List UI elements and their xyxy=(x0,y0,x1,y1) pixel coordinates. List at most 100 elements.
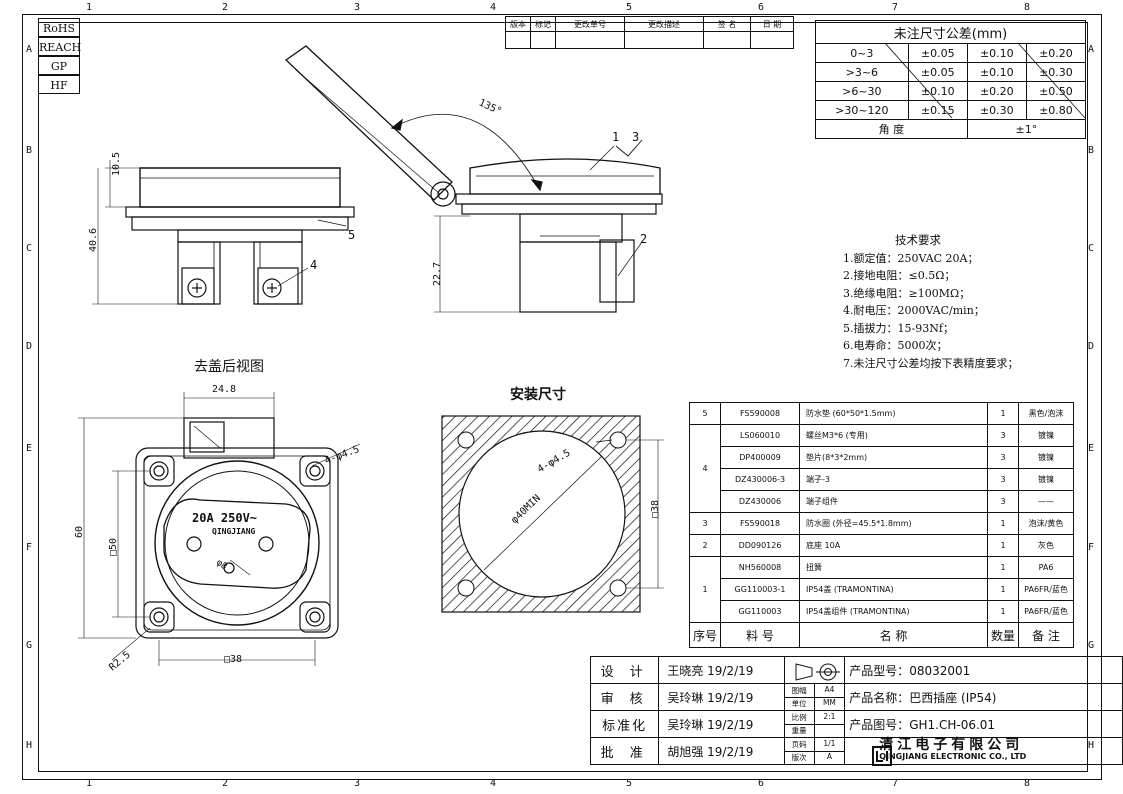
bom-table: 5 FS590008 防水垫 (60*50*1.5mm) 1 黑色/泡沫 4 L… xyxy=(688,402,1075,648)
callout-5: 5 xyxy=(348,228,356,242)
bom-row: DZ430006-3 端子-3 3 镀镍 xyxy=(690,468,1075,491)
rear-view xyxy=(135,417,339,639)
bom-note: 灰色 xyxy=(1018,534,1075,557)
grid-col-5-bottom: 5 xyxy=(626,778,633,789)
grid-row-D-right: D xyxy=(1088,341,1095,352)
tol-cell: >30~120 xyxy=(815,100,909,120)
grid-row-G: G xyxy=(26,640,33,651)
grid-row-D: D xyxy=(26,341,33,352)
bom-code: NH560008 xyxy=(720,556,801,579)
face-brand: QINGJIANG xyxy=(212,527,256,536)
bom-code: LS060010 xyxy=(720,424,801,447)
bom-row: 4 LS060010 螺丝M3*6 (专用) 3 镀镍 xyxy=(688,424,1075,513)
dim-24-8: 24.8 xyxy=(212,384,237,395)
grid-row-G-right: G xyxy=(1088,640,1095,651)
grid-row-C: C xyxy=(26,243,33,254)
grid-row-B: B xyxy=(26,145,33,156)
tb-meta-label: 页码 xyxy=(784,739,814,752)
revision-table: 版本 标记 更改单号 更改描述 签 名 日 期 xyxy=(505,16,794,49)
bom-no: 1 xyxy=(688,556,722,623)
grid-col-2-bottom: 2 xyxy=(222,778,229,789)
bom-row: DP400009 垫片(8*3*2mm) 3 镀镍 xyxy=(690,446,1075,469)
tol-angle-label: 角 度 xyxy=(815,119,968,139)
tech-item: 6.电寿命：5000次； xyxy=(843,339,948,352)
grid-col-7-bottom: 7 xyxy=(892,778,899,789)
dim-10-5: 10.5 xyxy=(111,151,122,176)
side-view xyxy=(284,45,663,313)
bom-name: 端子-3 xyxy=(799,468,989,491)
tol-cell: ±0.10 xyxy=(966,43,1027,63)
tb-meta-value: 1/1 xyxy=(814,739,845,752)
bom-no: 4 xyxy=(688,424,722,513)
install-title: 安装尺寸 xyxy=(510,387,566,403)
callout-1: 1 xyxy=(612,130,620,144)
tech-item: 2.接地电阻：≤0.5Ω； xyxy=(843,269,956,282)
grid-col-4-bottom: 4 xyxy=(490,778,497,789)
bom-header-code: 料 号 xyxy=(720,622,801,648)
bom-code: GG110003-1 xyxy=(720,578,801,601)
tech-item: 3.绝缘电阻：≥100MΩ； xyxy=(843,286,971,300)
grid-row-A-right: A xyxy=(1088,44,1095,55)
grid-col-3: 3 xyxy=(354,2,361,13)
callout-4: 4 xyxy=(310,258,318,272)
grid-col-6: 6 xyxy=(758,2,765,13)
tb-signer: 吴玲琳 19/2/19 xyxy=(658,683,785,711)
bom-qty: 1 xyxy=(987,600,1020,623)
tb-signer: 胡旭强 19/2/19 xyxy=(658,737,785,765)
bom-note: PA6FR/蓝色 xyxy=(1018,578,1075,601)
tb-meta-value: A4 xyxy=(814,685,845,698)
bom-qty: 1 xyxy=(987,402,1020,425)
tech-item: 7.未注尺寸公差均按下表精度要求； xyxy=(843,356,1019,370)
tb-meta-value: A xyxy=(826,751,832,761)
bom-name: 底座 10A xyxy=(799,534,989,557)
bom-name: IP54盖组件 (TRAMONTINA) xyxy=(799,600,989,623)
tb-role: 批 准 xyxy=(589,737,660,765)
grid-row-B-right: B xyxy=(1088,145,1095,156)
tb-role: 设 计 xyxy=(589,656,660,684)
bom-code: GG110003 xyxy=(720,600,801,623)
dim-38-bottom: □38 xyxy=(224,654,243,665)
tolerance-table: 未注尺寸公差(mm) 0~3±0.05±0.10±0.20 >3~6±0.05±… xyxy=(815,20,1087,139)
grid-row-E-right: E xyxy=(1088,443,1095,454)
bom-name: 端子组件 xyxy=(799,490,989,513)
tech-requirements: 技术要求 1.额定值：250VAC 20A； 2.接地电阻：≤0.5Ω； 3.绝… xyxy=(843,232,1019,372)
bom-row: 3 FS590018 防水圈 (外径=45.5*1.8mm) 1 泡沫/黄色 xyxy=(688,512,1075,535)
company-name: 清江电子有限公司 xyxy=(879,737,1024,753)
bom-qty: 3 xyxy=(987,424,1020,447)
bom-no: 2 xyxy=(688,534,722,557)
grid-col-1: 1 xyxy=(86,2,93,13)
bom-note: 泡沫/黄色 xyxy=(1018,512,1075,535)
tb-meta-label: 图幅 xyxy=(784,685,814,698)
tol-cell: ±0.30 xyxy=(966,100,1027,120)
tb-meta-label: 重量 xyxy=(791,725,807,735)
bom-row: 5 FS590008 防水垫 (60*50*1.5mm) 1 黑色/泡沫 xyxy=(688,402,1075,425)
install-view xyxy=(441,415,664,613)
bom-header-name: 名 称 xyxy=(799,622,989,648)
bom-name: 垫片(8*3*2mm) xyxy=(799,446,989,469)
cert-rohs: RoHS xyxy=(38,18,80,37)
bom-name: 螺丝M3*6 (专用) xyxy=(799,424,989,447)
tb-signer: 吴玲琳 19/2/19 xyxy=(658,710,785,738)
bom-code: DD090126 xyxy=(720,534,801,557)
grid-col-2: 2 xyxy=(222,2,229,13)
bom-header-note: 备 注 xyxy=(1018,622,1075,648)
bom-note: —— xyxy=(1018,490,1075,513)
bom-qty: 3 xyxy=(987,446,1020,469)
bom-note: 黑色/泡沫 xyxy=(1018,402,1075,425)
tech-title: 技术要求 xyxy=(895,233,941,247)
tb-meta-value: MM xyxy=(822,697,836,707)
tb-role: 标准化 xyxy=(589,710,660,738)
grid-row-F-right: F xyxy=(1088,542,1095,553)
bom-row: GG110003-1 IP54盖 (TRAMONTINA) 1 PA6FR/蓝色 xyxy=(690,578,1075,601)
tb-meta-label: 比例 xyxy=(784,712,814,725)
tb-meta-label: 版次 xyxy=(791,752,807,762)
tol-cell: ±0.80 xyxy=(1025,100,1087,120)
tb-model: 产品型号：08032001 xyxy=(844,656,1123,684)
bom-code: FS590018 xyxy=(720,512,801,535)
bom-qty: 1 xyxy=(987,556,1020,579)
bom-note: 镀镍 xyxy=(1018,424,1075,447)
bom-row: 2 DD090126 底座 10A 1 灰色 xyxy=(688,534,1075,557)
tol-angle-value: ±1° xyxy=(966,119,1087,139)
tech-item: 4.耐电压：2000VAC/min； xyxy=(843,304,985,317)
bom-header-no: 序号 xyxy=(688,622,722,648)
